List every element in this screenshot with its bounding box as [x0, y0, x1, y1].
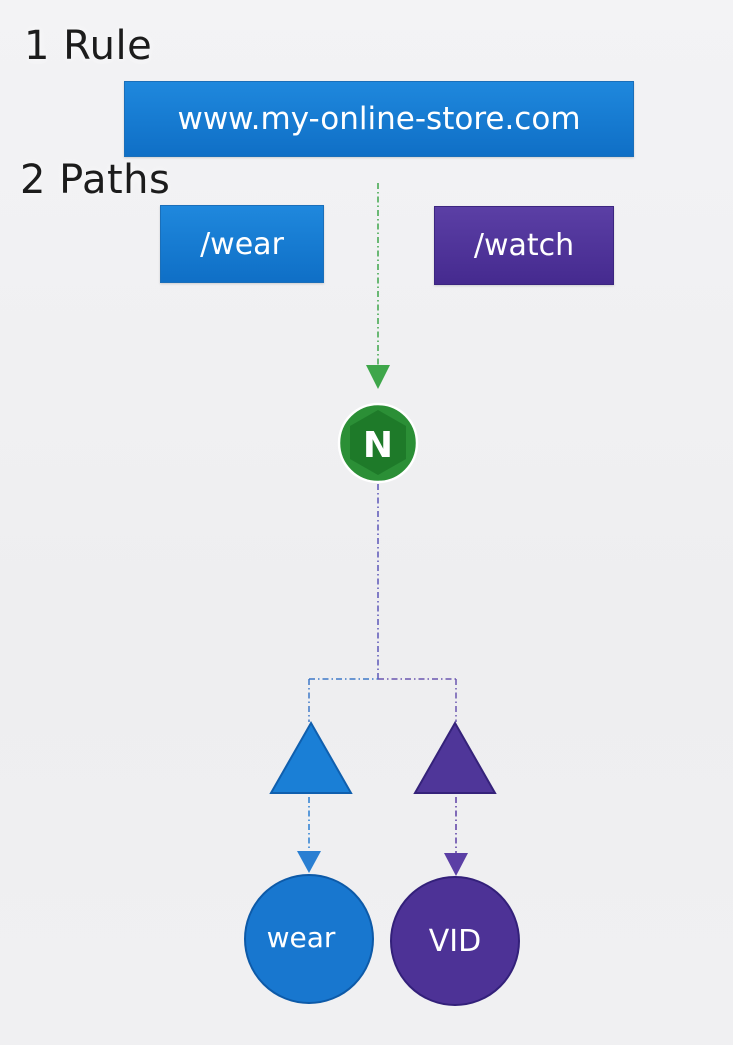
- wear-pod-arrowhead: [297, 851, 321, 873]
- video-pod-arrowhead: [444, 853, 468, 876]
- watch-path-box: /watch: [434, 206, 614, 285]
- wear-path-box: /wear: [160, 205, 324, 283]
- video-service-triangle: [413, 720, 497, 794]
- video-pod-circle: [390, 876, 520, 1006]
- host-rule-box: www.my-online-store.com: [124, 81, 634, 157]
- rule-count-heading: 1 Rule: [24, 23, 153, 69]
- wear-pod-label: wear: [267, 921, 336, 954]
- wear-service-triangle: [269, 720, 353, 794]
- controller-hexagon: [350, 410, 406, 475]
- controller-letter: N: [363, 425, 393, 466]
- wear-pod: wear: [244, 874, 374, 1004]
- paths-count-heading: 2 Paths: [20, 157, 171, 203]
- host-to-controller-arrowhead: [366, 365, 390, 389]
- video-pod-label: VID: [429, 924, 481, 959]
- nginx-controller-node: N: [337, 402, 419, 484]
- watch-path-label: /watch: [473, 228, 575, 263]
- video-pod: VID: [390, 876, 520, 1006]
- controller-border: [337, 402, 419, 484]
- wear-path-label: /wear: [200, 226, 284, 262]
- wear-pod-circle: [244, 874, 374, 1004]
- host-rule-label: www.my-online-store.com: [177, 101, 581, 137]
